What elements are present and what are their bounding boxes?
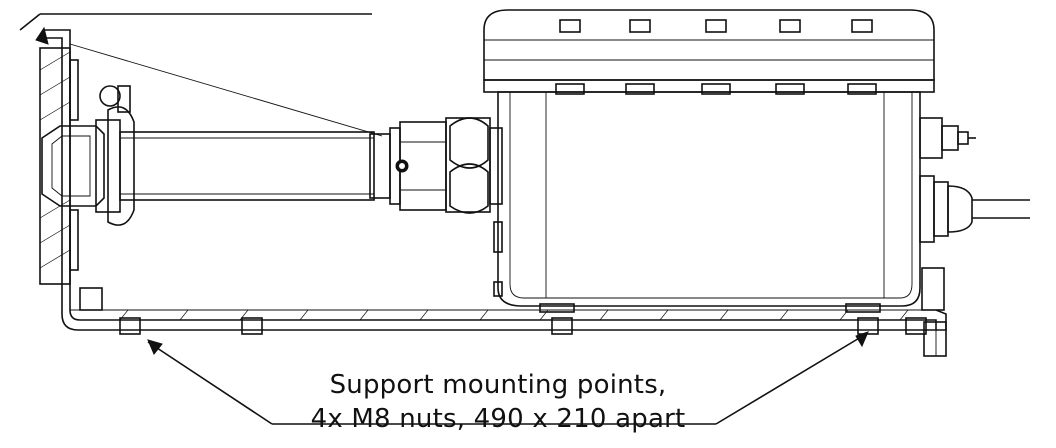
mounting-bracket <box>43 29 947 357</box>
callout-line-2: 4x M8 nuts, 490 x 210 apart <box>310 404 686 434</box>
mounting-callout: Support mounting points, 4x M8 nuts, 490… <box>283 368 713 436</box>
lid-screws <box>555 19 877 95</box>
mounting-nuts <box>119 317 927 335</box>
plate-hatch <box>119 309 909 321</box>
side-connectors <box>919 117 1030 243</box>
callout-line-1: Support mounting points, <box>329 370 667 400</box>
probe-assembly <box>41 43 503 226</box>
wall-flange <box>39 47 79 285</box>
callout-leaders <box>147 331 869 425</box>
top-leader <box>19 13 372 45</box>
enclosure-box <box>483 9 945 313</box>
